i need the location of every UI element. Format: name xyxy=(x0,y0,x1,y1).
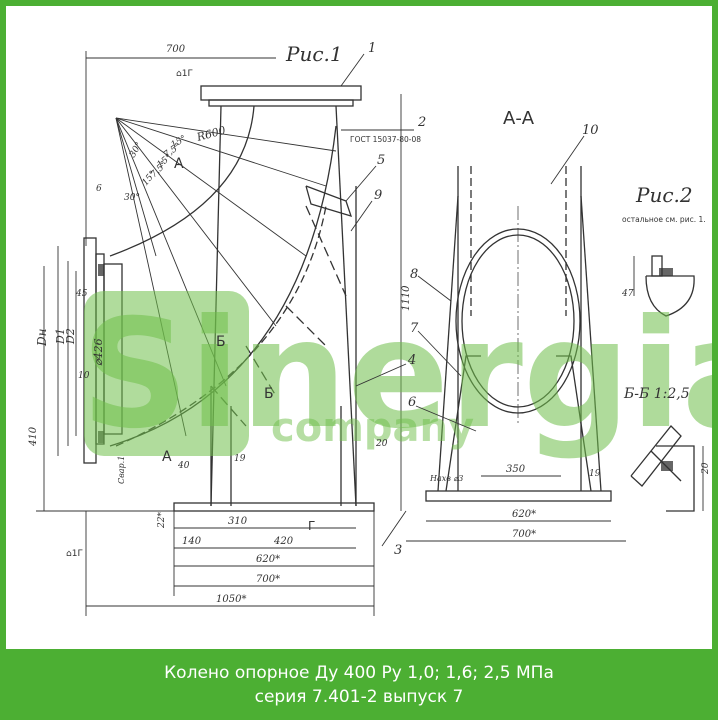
callout-number: 4 xyxy=(407,353,416,368)
flat-mark-top: ⌂1Г xyxy=(176,69,193,79)
dim-310: 310 xyxy=(228,516,248,527)
dim-620: 620* xyxy=(256,554,280,565)
dim-1110: 1110 xyxy=(401,285,412,311)
callout-number: 5 xyxy=(377,153,385,168)
dim-420: 420 xyxy=(273,536,294,547)
dim-22: 22* xyxy=(157,512,167,529)
standard-note: ГОСТ 15037-80-08 xyxy=(350,135,421,144)
section-a-bottom: А xyxy=(162,449,172,465)
dim-620-right: 620* xyxy=(512,509,536,520)
dim-19a: 19 xyxy=(234,454,246,464)
dim-45: 45 xyxy=(75,289,88,299)
dim-350: 350 xyxy=(506,464,526,475)
caption: Колено опорное Ду 400 Ру 1,0; 1,6; 2,5 М… xyxy=(0,649,718,720)
dim-700: 700* xyxy=(256,574,280,585)
dim-700-top: 700 xyxy=(166,44,186,55)
dim-20b: 20 xyxy=(701,462,711,475)
dim-19b: 19 xyxy=(589,469,601,479)
watermark: Sinergia company xyxy=(81,288,712,462)
callout-number: 3 xyxy=(394,543,402,558)
dim-6: 6 xyxy=(96,184,102,194)
section-a-top: А xyxy=(174,156,184,172)
caption-subtitle: серия 7.401-2 выпуск 7 xyxy=(254,687,464,707)
angle-label: 30° xyxy=(124,193,140,203)
dim-410: 410 xyxy=(28,426,39,447)
callout-number: 6 xyxy=(408,395,416,410)
section-b-right: Б xyxy=(264,386,274,402)
callout-number: 2 xyxy=(417,115,426,130)
engineering-drawing: Sinergia company Рис.1 А-А Рис.2 остальн… xyxy=(28,41,712,616)
angle-label: 30° xyxy=(128,141,145,160)
callout-number: 9 xyxy=(374,188,382,203)
weld-mark: Нахв ⌀3 xyxy=(429,474,463,483)
callout-number: 10 xyxy=(582,123,599,138)
view-g-label: Г xyxy=(308,519,315,533)
caption-title: Колено опорное Ду 400 Ру 1,0; 1,6; 2,5 М… xyxy=(164,663,554,683)
fig1-title: Рис.1 xyxy=(285,42,343,66)
fig2-note: остальное см. рис. 1. xyxy=(622,215,706,224)
dim-d2: D2 xyxy=(64,328,77,345)
section-b-left: Б xyxy=(216,334,226,350)
dim-d-outer: Dн xyxy=(35,328,49,347)
callout-number: 8 xyxy=(410,267,418,282)
dim-1050: 1050* xyxy=(216,594,246,605)
dim-20a: 20 xyxy=(375,439,388,449)
weld-note: Свар.1 xyxy=(117,456,126,484)
flat-mark-bottom: ⌂1Г xyxy=(66,549,83,559)
dim-dia: ⌀426 xyxy=(92,338,105,366)
dim-d1: D1 xyxy=(54,328,67,345)
dim-40: 40 xyxy=(177,461,190,471)
watermark-brand: Sinergia xyxy=(81,288,712,462)
dim-140: 140 xyxy=(182,536,202,547)
drawing-sheet: Sinergia company Рис.1 А-А Рис.2 остальн… xyxy=(6,6,712,649)
callout-number: 7 xyxy=(410,321,419,336)
dim-47: 47 xyxy=(621,289,634,299)
dim-700-right: 700* xyxy=(512,529,536,540)
radius-label: R600 xyxy=(194,124,227,144)
dim-10: 10 xyxy=(78,371,90,381)
fig2-title: Рис.2 xyxy=(635,183,693,207)
section-aa-title: А-А xyxy=(503,108,535,129)
section-bb-title: Б-Б 1:2,5 xyxy=(623,386,690,402)
callout-number: 1 xyxy=(368,41,376,56)
watermark-sub: company xyxy=(271,405,474,451)
